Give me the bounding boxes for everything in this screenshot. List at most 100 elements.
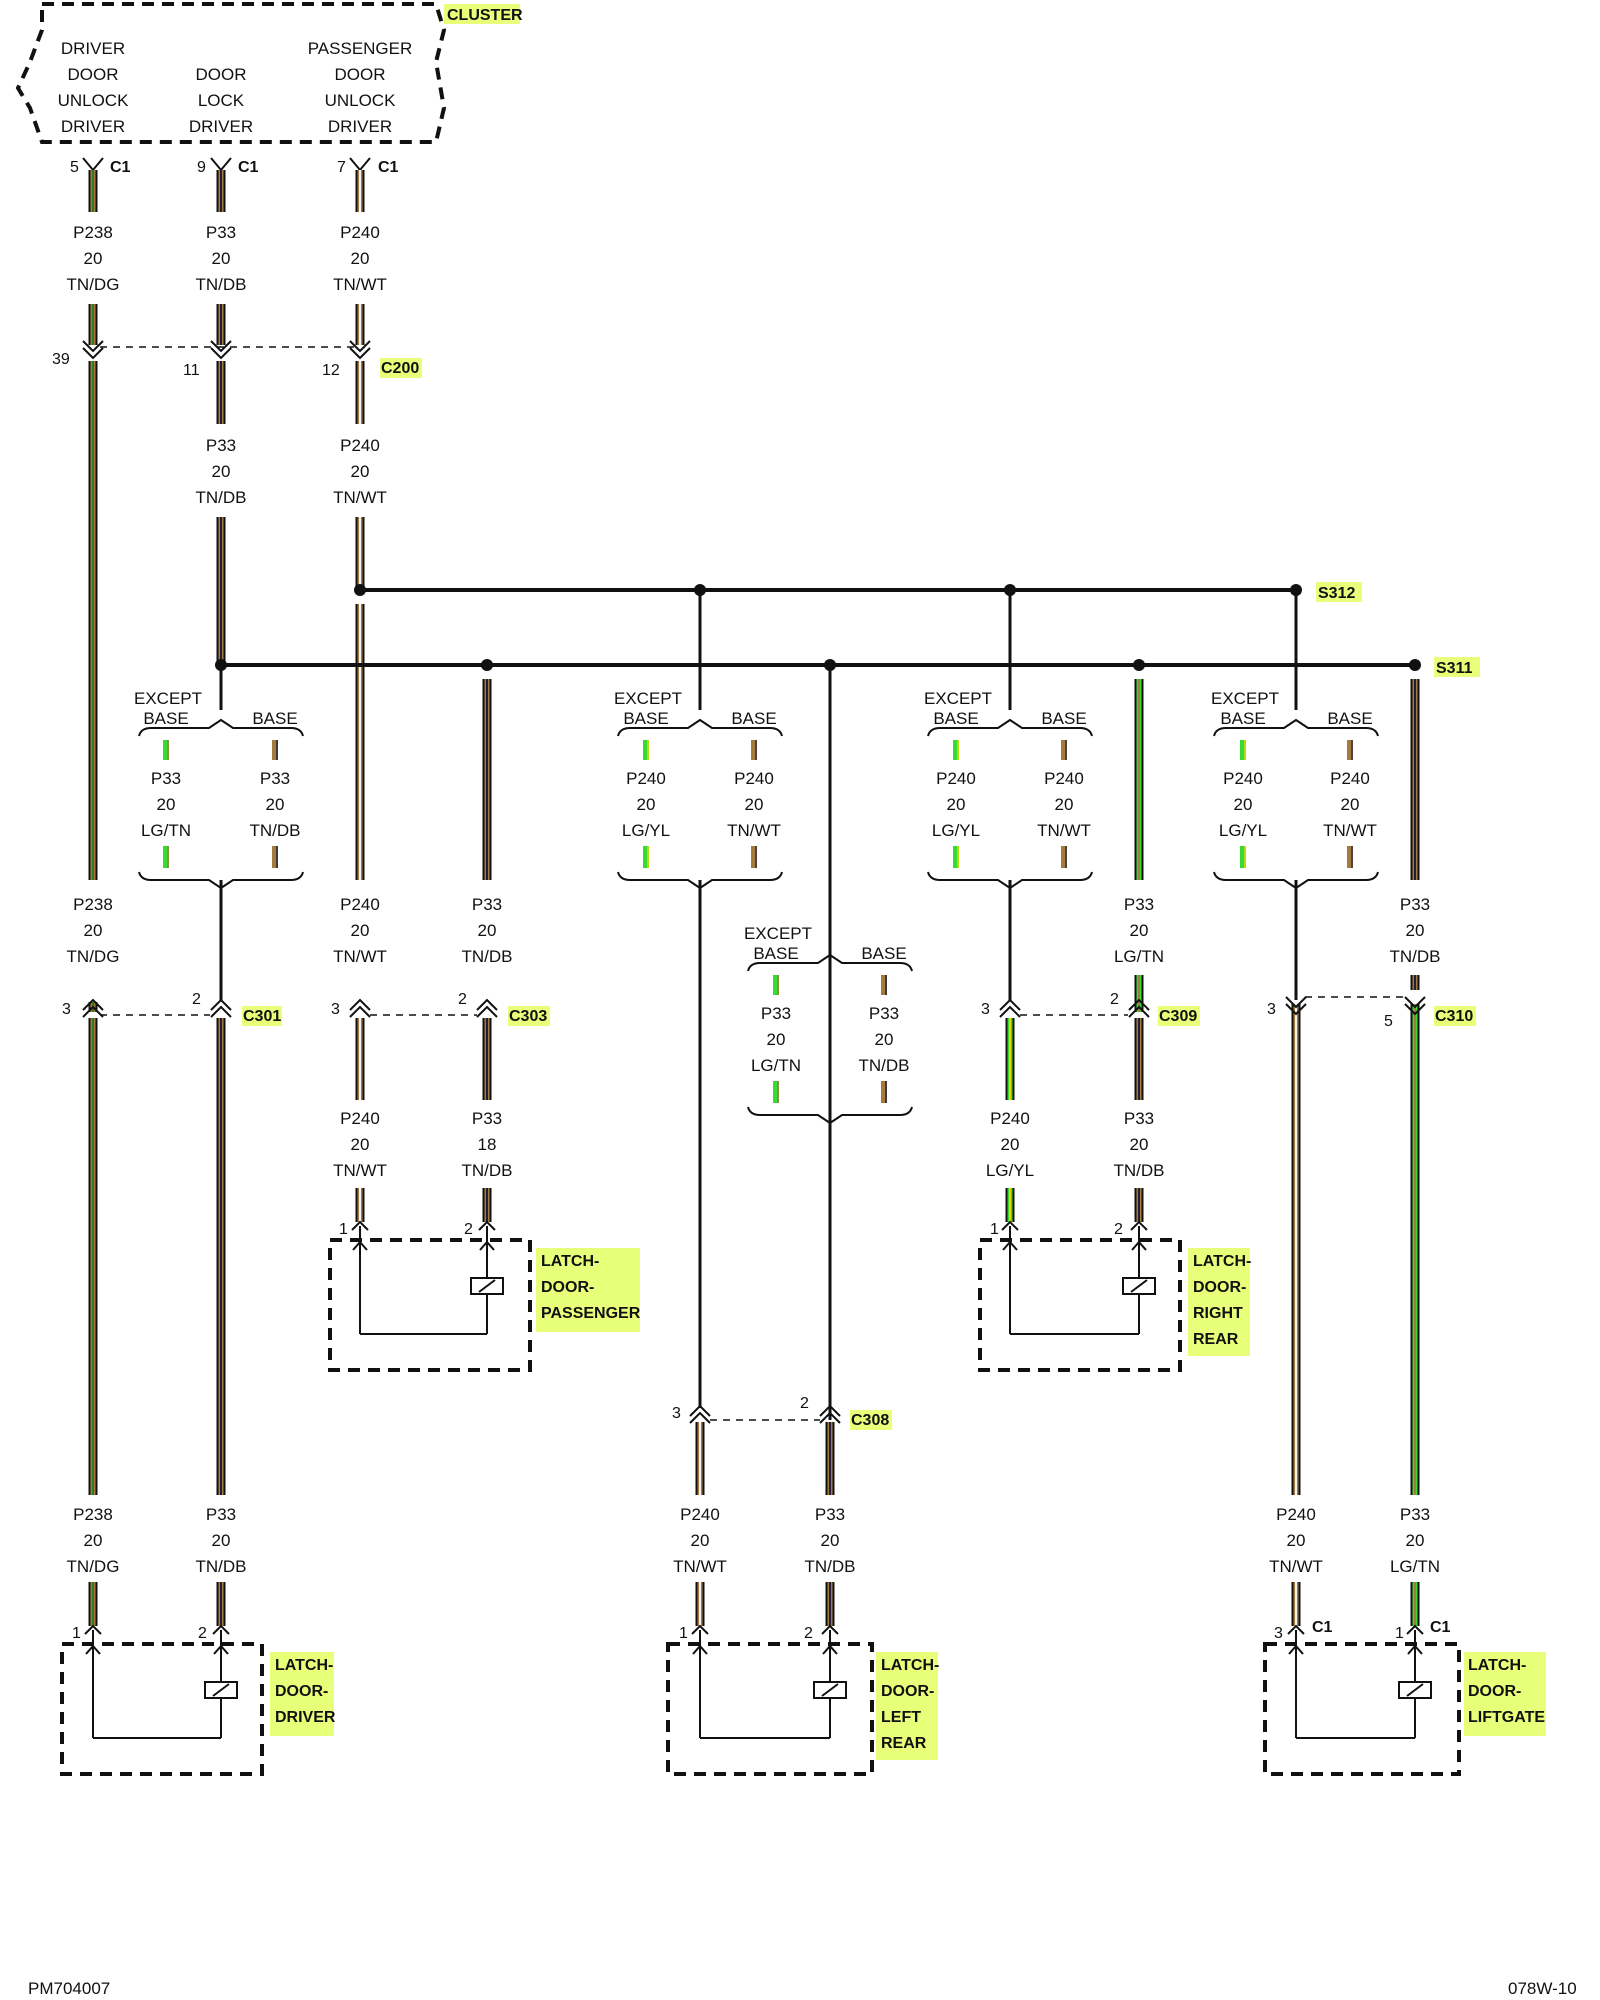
wire-label-w4-line-1: 20 [212, 462, 231, 481]
wire-label-w16-line-1: 20 [212, 1531, 231, 1550]
c308-pin-3-symbol [689, 1404, 711, 1424]
cluster-output-3-line-3: UNLOCK [325, 91, 397, 110]
wire-label-w3-line-0: P240 [340, 223, 380, 242]
cluster-pin-7: 7 [337, 159, 346, 176]
latch-left-rear-line-4: REAR [881, 1735, 927, 1752]
c301-pin-2-symbol [210, 998, 232, 1018]
wire-label-w3-line-1: 20 [351, 249, 370, 268]
latch-driver-line-1: LATCH- [275, 1657, 333, 1674]
wire-label-w9-line-1: 20 [1130, 921, 1149, 940]
latch-passenger-pin-1: 1 [339, 1221, 348, 1238]
latch-components [60, 1220, 1461, 1776]
cluster-output-1-line-1: DRIVER [61, 39, 125, 58]
option-group-4-except-label: EXCEPT [1211, 689, 1279, 708]
wire-label-w7-line-0: P240 [340, 895, 380, 914]
option-group-4-base-label: BASE [1327, 709, 1372, 728]
cluster-output-2-line-1: DOOR [196, 65, 247, 84]
c200-label: C200 [381, 360, 419, 377]
wire-label-w5-line-0: P240 [340, 436, 380, 455]
wire-label-w16-line-0: P33 [206, 1505, 236, 1524]
option-group-5-base-label: BASE [861, 944, 906, 963]
latch-passenger-pin-2: 2 [464, 1221, 473, 1238]
connector-c310: 3 5 C310 [1267, 996, 1476, 1030]
latch-left-rear-line-1: LATCH- [881, 1657, 939, 1674]
latch-right-rear-line-2: DOOR- [1193, 1279, 1246, 1296]
c301-pin-2: 2 [192, 991, 201, 1008]
latch-driver-label: LATCH- DOOR- DRIVER 1 2 [72, 1625, 336, 1736]
option-group-5-b-line-0: P33 [869, 1004, 899, 1023]
c308-pin-2: 2 [800, 1395, 809, 1412]
cluster-pin-9: 9 [197, 159, 206, 176]
c309-pin-3-symbol [999, 998, 1021, 1018]
cluster-c1-label-3: C1 [378, 159, 399, 176]
latch-left-rear-line-2: DOOR- [881, 1683, 934, 1700]
c303-pin-2-symbol [476, 998, 498, 1018]
latch-liftgate [1263, 1624, 1461, 1776]
connectors [82, 340, 1426, 1424]
c303-pin-3-symbol [349, 998, 371, 1018]
wire-label-w2-line-1: 20 [212, 249, 231, 268]
wire-label-w19-line-2: TN/WT [1269, 1557, 1323, 1576]
option-group-4-a-line-2: LG/YL [1219, 821, 1267, 840]
wire-label-w17-line-1: 20 [691, 1531, 710, 1550]
wire-label-w9-line-2: LG/TN [1114, 947, 1164, 966]
c301-label: C301 [243, 1008, 281, 1025]
latch-left-rear [666, 1624, 874, 1776]
c200-pin-39-symbol [82, 340, 104, 360]
latch-driver-pin-1: 1 [72, 1625, 81, 1642]
wire-label-w12-line-2: TN/DB [462, 1161, 513, 1180]
option-group-5-b-line-1: 20 [875, 1030, 894, 1049]
latch-passenger-label: LATCH- DOOR- PASSENGER 1 2 [339, 1221, 641, 1332]
wire-label-w3-line-2: TN/WT [333, 275, 387, 294]
c200-pin-11: 11 [183, 362, 200, 379]
c301-pin-3: 3 [62, 1001, 71, 1018]
cluster-output-1-line-2: DOOR [68, 65, 119, 84]
option-group-3-a-line-0: P240 [936, 769, 976, 788]
c200-pin-11-symbol [210, 340, 232, 360]
wire-label-w13-line-2: LG/YL [986, 1161, 1034, 1180]
wire-label-w19-line-1: 20 [1287, 1531, 1306, 1550]
splice-s311-label: S311 [1436, 660, 1473, 677]
latch-left-rear-pin-1: 1 [679, 1625, 688, 1642]
cluster-output-2-line-3: DRIVER [189, 117, 253, 136]
cluster-output-1-line-4: DRIVER [61, 117, 125, 136]
wire-label-w1-line-1: 20 [84, 249, 103, 268]
cluster-output-2-line-2: LOCK [198, 91, 245, 110]
wire-label-w18-line-1: 20 [821, 1531, 840, 1550]
connector-c200: 39 11 12 C200 [52, 346, 422, 379]
option-group-1-a-line-2: LG/TN [141, 821, 191, 840]
c200-pin-12: 12 [322, 362, 340, 379]
wire-label-w2-line-2: TN/DB [196, 275, 247, 294]
latch-driver [60, 1624, 264, 1776]
latch-driver-pin-2: 2 [198, 1625, 207, 1642]
cluster-output-1-line-3: UNLOCK [58, 91, 130, 110]
c308-pin-2-symbol [819, 1404, 841, 1424]
wire-label-w19-line-0: P240 [1276, 1505, 1316, 1524]
option-group-1-except-label: EXCEPT [134, 689, 202, 708]
option-group-3-base-label: BASE [1041, 709, 1086, 728]
option-group-1-b-line-2: TN/DB [250, 821, 301, 840]
latch-liftgate-pin-1: 1 [1395, 1625, 1404, 1642]
cluster-output-3-line-1: PASSENGER [308, 39, 413, 58]
diagram-id-left: PM704007 [28, 1979, 110, 1998]
c301-pin-3-symbol [82, 998, 104, 1018]
wire-label-w17-line-0: P240 [680, 1505, 720, 1524]
wire-label-w20-line-2: LG/TN [1390, 1557, 1440, 1576]
option-group-3-b-line-2: TN/WT [1037, 821, 1091, 840]
connector-c303: 3 2 C303 [331, 991, 550, 1026]
wire-label-w8-line-1: 20 [478, 921, 497, 940]
latch-passenger [328, 1220, 532, 1372]
c310-pin-5-symbol [1404, 996, 1426, 1016]
connector-c301: 3 2 C301 [62, 991, 282, 1026]
cluster-pin-5: 5 [70, 159, 79, 176]
option-group-4-b-line-0: P240 [1330, 769, 1370, 788]
